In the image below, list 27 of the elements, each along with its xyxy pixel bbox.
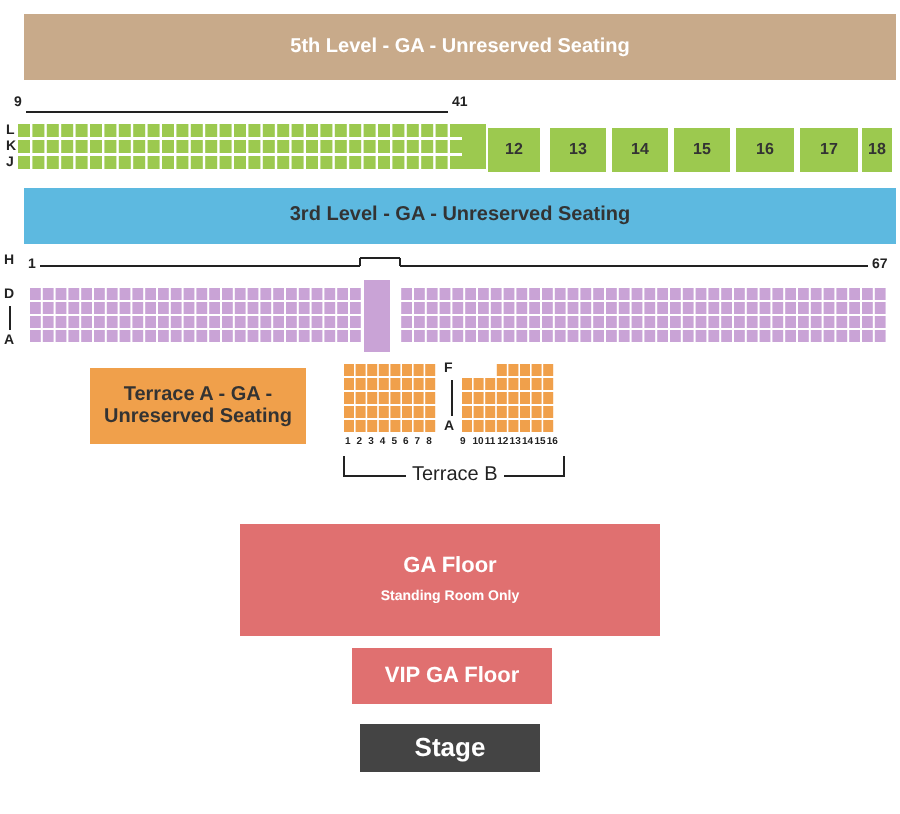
- seating-section: [862, 128, 892, 172]
- seating-section: [674, 128, 730, 172]
- seating-section: [736, 128, 794, 172]
- area-name: 5th Level - GA - Unreserved Seating: [290, 35, 630, 59]
- area-name: VIP GA Floor: [384, 663, 520, 689]
- seating-area: [240, 524, 660, 636]
- area-name: 16: [756, 140, 774, 160]
- area-name: 18: [868, 140, 886, 160]
- area-name: 13: [569, 140, 587, 160]
- section-label: Terrace B: [412, 466, 498, 486]
- seating-section: [612, 128, 668, 172]
- seating-section: [800, 128, 858, 172]
- seating-section: [488, 128, 540, 172]
- area-name: Terrace A - GA - Unreserved Seating: [102, 383, 294, 429]
- stage-area: [360, 724, 540, 772]
- area-name: Stage: [414, 733, 486, 763]
- area-name: GA Floor: [403, 554, 497, 580]
- seating-section: [550, 128, 606, 172]
- area-name: 12: [505, 140, 523, 160]
- seating-area: [352, 648, 552, 704]
- seating-area: [24, 188, 896, 244]
- area-name: 15: [693, 140, 711, 160]
- seating-area: [90, 368, 306, 444]
- seating-area: [24, 14, 896, 80]
- area-name: 17: [820, 140, 838, 160]
- area-name: 14: [631, 140, 649, 160]
- area-name: 3rd Level - GA - Unreserved Seating: [289, 204, 631, 228]
